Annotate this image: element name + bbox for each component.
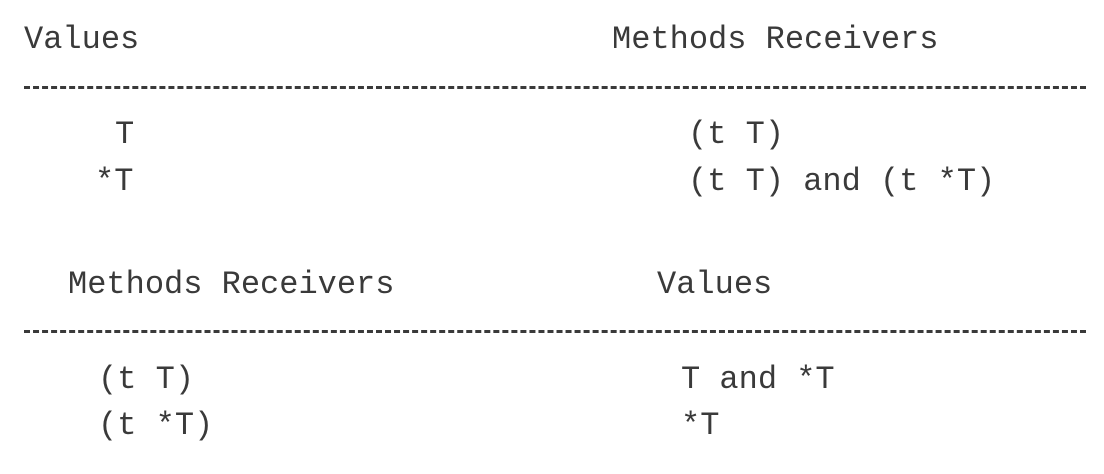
table1-header-methods-receivers: Methods Receivers (612, 21, 939, 58)
table1-header-values: Values (24, 21, 140, 58)
table2-header-methods-receivers: Methods Receivers (68, 266, 395, 303)
table1-row2-receiver: (t T) and (t *T) (688, 163, 996, 200)
table2-row1-value: T and *T (681, 361, 835, 398)
table2-row1-receiver: (t T) (98, 361, 195, 398)
table2-row2-value: *T (681, 407, 720, 444)
table2-row2-receiver: (t *T) (98, 407, 214, 444)
table1-row1-receiver: (t T) (688, 116, 785, 153)
table1-row1-value: T (115, 116, 135, 153)
table2-divider (24, 330, 1086, 333)
table1-divider (24, 86, 1086, 89)
table2-header-values: Values (657, 266, 773, 303)
table1-row2-value: *T (95, 163, 134, 200)
